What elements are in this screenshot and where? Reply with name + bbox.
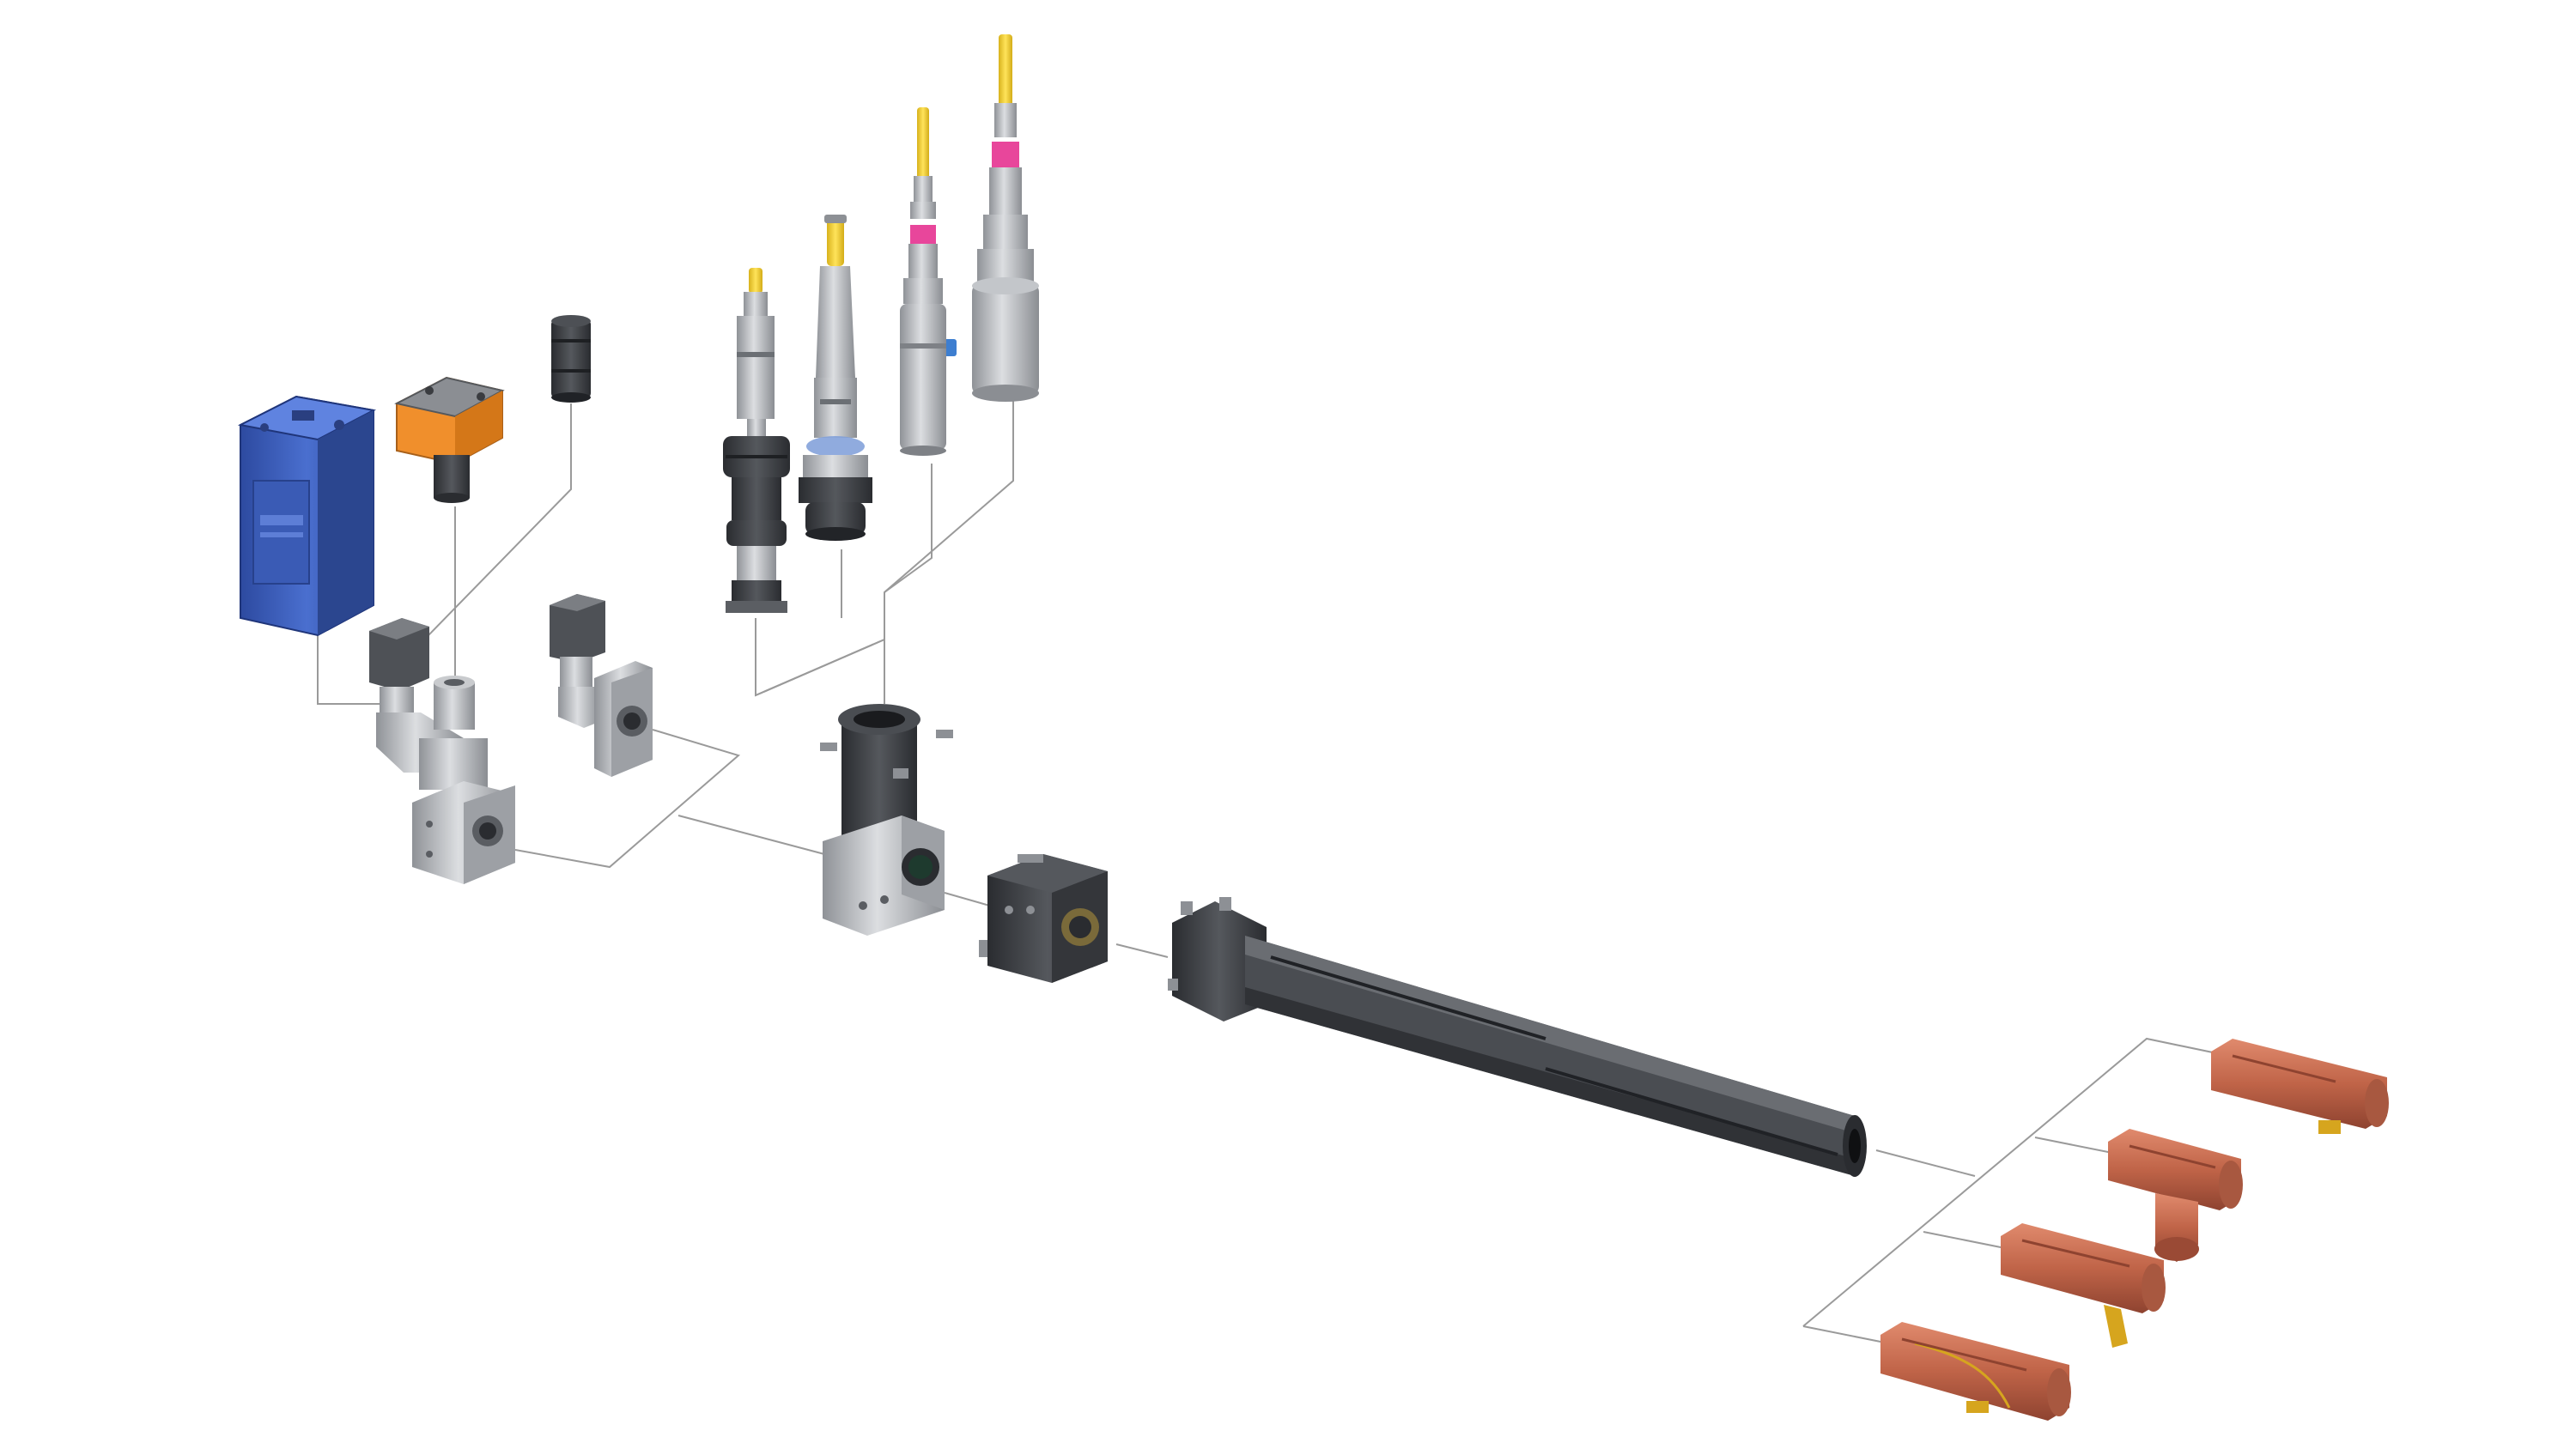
copper-tip-3: [2001, 1223, 2166, 1348]
fiber-coupler-3: [900, 107, 957, 456]
beam-splitter-block: [979, 854, 1108, 983]
cage-cube: [820, 704, 953, 936]
orange-sensor-module: [394, 376, 505, 503]
leader-fiber-trunk: [755, 639, 885, 696]
leader-tube-to-tips: [1875, 1149, 1976, 1177]
leader-block-to-tube: [1115, 943, 1169, 958]
leader-tip-3: [1923, 1231, 2010, 1250]
leader-tip-2: [2034, 1137, 2122, 1155]
fiber-coupler-4: [972, 34, 1039, 402]
right-angle-adapter-a: [369, 618, 515, 884]
probe-tube: [1168, 897, 1867, 1177]
leader-tip-4: [1802, 1325, 1890, 1344]
leader-fiber-4: [884, 395, 1014, 704]
fiber-coupler-1: [723, 268, 790, 613]
leader-fiber-3: [884, 464, 933, 593]
fiber-coupler-2: [799, 215, 872, 541]
leader-adapter-to-cube: [677, 815, 825, 855]
leader-fiber-1: [755, 618, 885, 697]
leader-adapters: [514, 729, 741, 869]
copper-tip-2: [2108, 1129, 2243, 1262]
leader-black-cap: [394, 403, 572, 670]
blue-controller-housing: [237, 395, 377, 637]
leader-lines: [317, 395, 2251, 1344]
copper-tip-1: [2211, 1039, 2389, 1134]
copper-tip-4: [1880, 1322, 2071, 1421]
black-cap: [551, 315, 591, 403]
right-angle-adapter-b: [550, 594, 653, 777]
